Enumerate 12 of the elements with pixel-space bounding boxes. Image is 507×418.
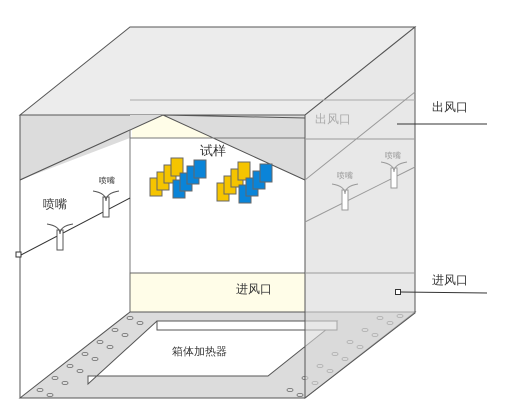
part-label: 喷嘴 bbox=[99, 177, 115, 185]
part-label: 进风口 bbox=[236, 283, 272, 295]
part-label: 喷嘴 bbox=[385, 152, 401, 160]
part-label: 箱体加热器 bbox=[172, 346, 227, 357]
leader-label: 进风口 bbox=[432, 274, 487, 293]
marker-square bbox=[395, 289, 401, 295]
part-label: 喷嘴 bbox=[43, 198, 67, 210]
part-label: 喷嘴 bbox=[337, 172, 353, 180]
part-label: 出风口 bbox=[315, 113, 351, 125]
leader-label: 出风口 bbox=[432, 101, 487, 124]
part-label: 试样 bbox=[200, 145, 226, 158]
leader-line bbox=[400, 292, 488, 294]
